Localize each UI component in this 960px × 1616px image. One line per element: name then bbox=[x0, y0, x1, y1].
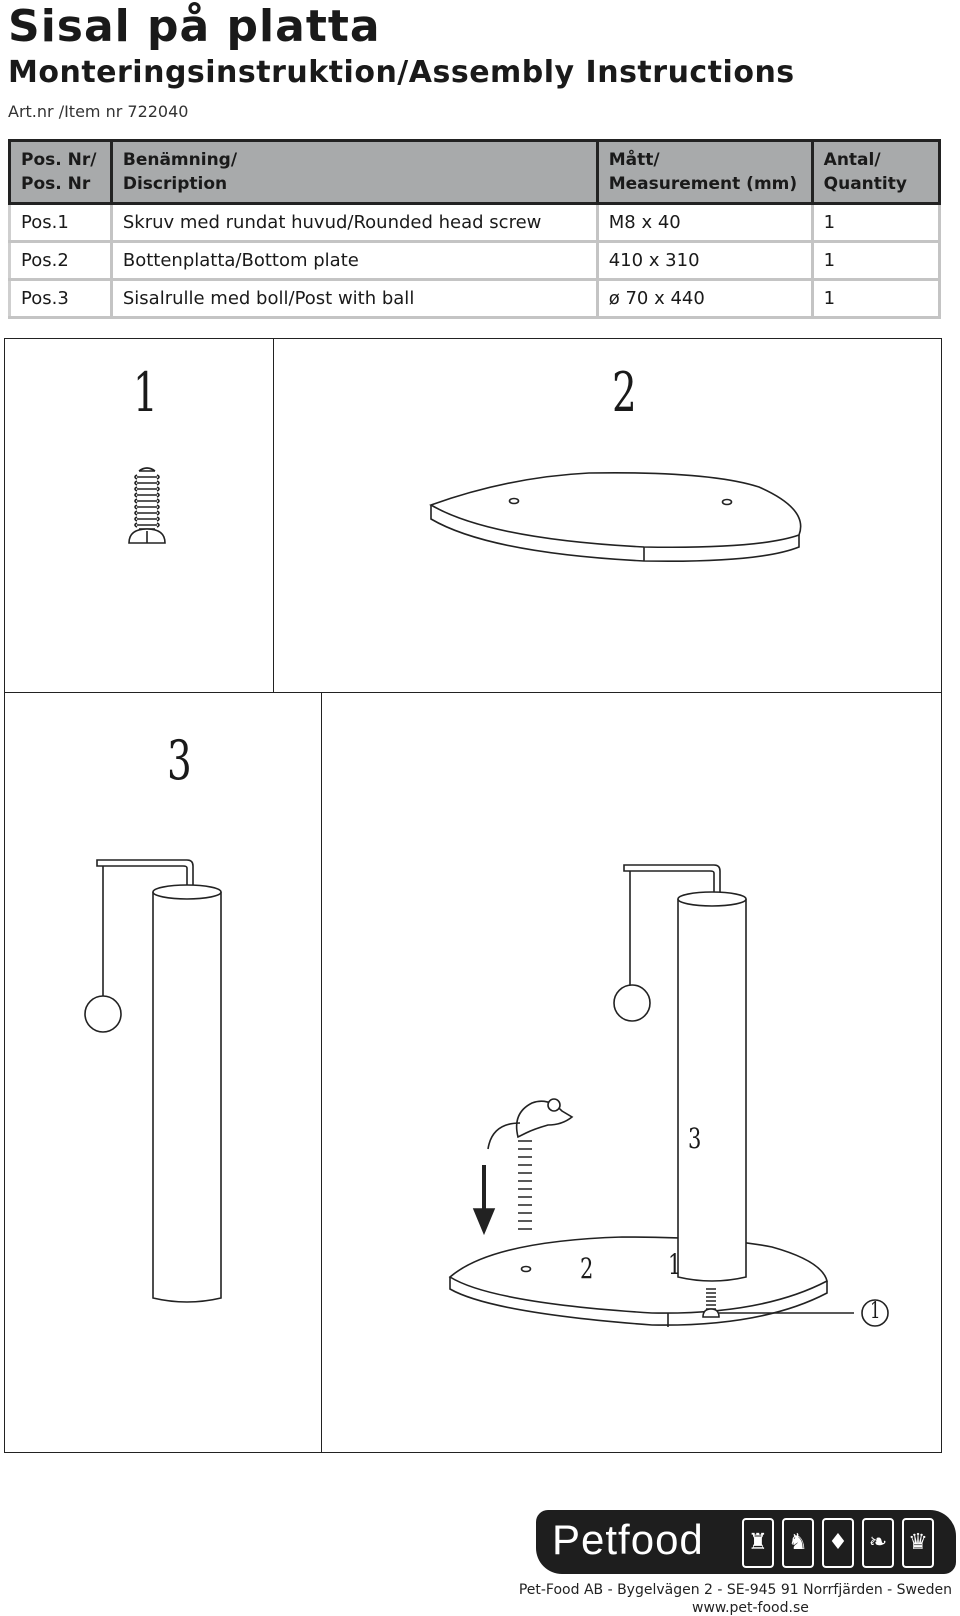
dog-icon: ♜ bbox=[742, 1518, 774, 1568]
label-post: 3 bbox=[688, 1122, 702, 1155]
panel-assembly: 3 2 1 1 bbox=[321, 692, 942, 1453]
label-plate: 2 bbox=[580, 1252, 594, 1285]
post-illustration bbox=[84, 859, 222, 1303]
item-number: Art.nr /Item nr 722040 bbox=[8, 102, 189, 121]
header-measurement: Mått/Measurement (mm) bbox=[595, 139, 814, 205]
website-link[interactable]: www.pet-food.se bbox=[692, 1600, 809, 1616]
table-row: Pos.3 Sisalrulle med boll/Post with ball… bbox=[8, 278, 942, 319]
assembly-illustration bbox=[448, 864, 889, 1327]
cell-pos: Pos.2 bbox=[8, 240, 113, 281]
table-row: Pos.1 Skruv med rundat huvud/Rounded hea… bbox=[8, 202, 942, 243]
fish-icon: ♦ bbox=[822, 1518, 854, 1568]
bottom-plate-illustration bbox=[429, 471, 802, 563]
panel-post: 3 bbox=[4, 692, 322, 1453]
panel-screw: 1 bbox=[4, 338, 274, 693]
panel-number: 2 bbox=[612, 361, 637, 424]
header-description: Benämning/Discription bbox=[109, 139, 599, 205]
cell-quantity: 1 bbox=[810, 278, 942, 319]
document-title: Sisal på platta bbox=[8, 1, 381, 52]
cell-description: Bottenplatta/Bottom plate bbox=[109, 240, 599, 281]
rabbit-icon: ♛ bbox=[902, 1518, 934, 1568]
cell-measurement: ø 70 x 440 bbox=[595, 278, 814, 319]
label-callout: 1 bbox=[870, 1299, 881, 1324]
document-subtitle: Monteringsinstruktion/Assembly Instructi… bbox=[8, 55, 795, 90]
header-pos: Pos. Nr/Pos. Nr bbox=[8, 139, 113, 205]
cell-measurement: 410 x 310 bbox=[595, 240, 814, 281]
petfood-logo: Petfood ♜ ♞ ♦ ❧ ♛ bbox=[536, 1510, 956, 1574]
panel-bottom-plate: 2 bbox=[273, 338, 942, 693]
table-header-row: Pos. Nr/Pos. Nr Benämning/Discription Må… bbox=[8, 139, 942, 205]
screw-illustration bbox=[128, 467, 166, 544]
panel-number: 3 bbox=[167, 729, 192, 792]
cell-pos: Pos.3 bbox=[8, 278, 113, 319]
company-address: Pet-Food AB - Bygelvägen 2 - SE-945 91 N… bbox=[518, 1582, 952, 1598]
label-screw: 1 bbox=[668, 1248, 682, 1281]
cell-quantity: 1 bbox=[810, 240, 942, 281]
table-row: Pos.2 Bottenplatta/Bottom plate 410 x 31… bbox=[8, 240, 942, 281]
panel-number: 1 bbox=[133, 361, 158, 424]
cell-description: Skruv med rundat huvud/Rounded head scre… bbox=[109, 202, 599, 243]
cell-measurement: M8 x 40 bbox=[595, 202, 814, 243]
horse-icon: ♞ bbox=[782, 1518, 814, 1568]
brand-name: Petfood bbox=[552, 1516, 704, 1563]
cell-description: Sisalrulle med boll/Post with ball bbox=[109, 278, 599, 319]
cell-quantity: 1 bbox=[810, 202, 942, 243]
bird-icon: ❧ bbox=[862, 1518, 894, 1568]
header-quantity: Antal/Quantity bbox=[810, 139, 942, 205]
cell-pos: Pos.1 bbox=[8, 202, 113, 243]
parts-table: Pos. Nr/Pos. Nr Benämning/Discription Må… bbox=[8, 139, 942, 319]
